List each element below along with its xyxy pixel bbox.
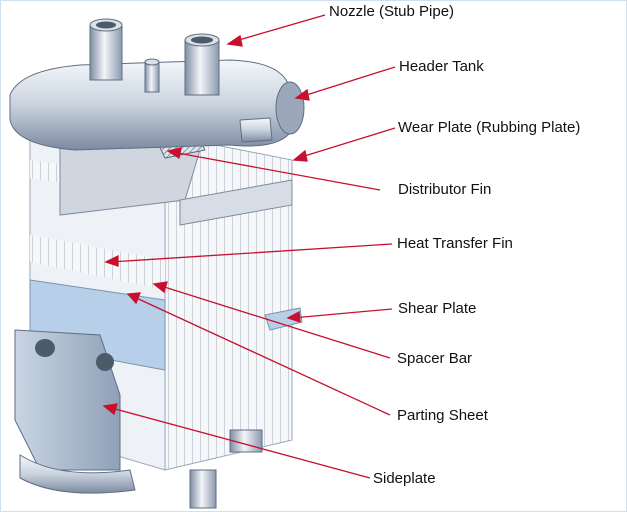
label-header-tank: Header Tank xyxy=(399,58,484,75)
label-shear-plate: Shear Plate xyxy=(398,300,477,317)
label-spacer-bar: Spacer Bar xyxy=(397,350,473,367)
label-wear-plate: Wear Plate (Rubbing Plate) xyxy=(398,119,581,136)
leader-lines xyxy=(102,14,396,479)
nozzle-stub-pipes xyxy=(89,18,220,96)
label-sideplate: Sideplate xyxy=(373,470,436,487)
wear-plate xyxy=(179,179,293,226)
label-distributor-fin: Distributor Fin xyxy=(398,181,492,198)
label-nozzle: Nozzle (Stub Pipe) xyxy=(329,3,455,20)
header-tank xyxy=(9,59,305,151)
label-parting-sheet: Parting Sheet xyxy=(397,407,488,424)
sideplate xyxy=(14,329,263,509)
label-heat-transfer-fin: Heat Transfer Fin xyxy=(397,235,513,252)
